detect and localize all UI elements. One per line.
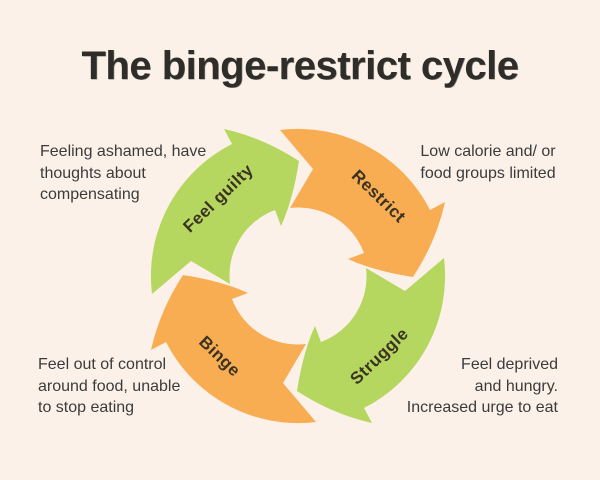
annotation-feel-guilty: Feeling ashamed, have thoughts about com… <box>40 143 207 203</box>
annotation-restrict: Low calorie and/ or food groups limited <box>420 143 556 182</box>
annotation-struggle: Feel deprived and hungry. Increased urge… <box>406 356 558 416</box>
annotation-binge: Feel out of control around food, unable … <box>38 356 181 416</box>
page-title: The binge-restrict cycle <box>81 44 519 88</box>
